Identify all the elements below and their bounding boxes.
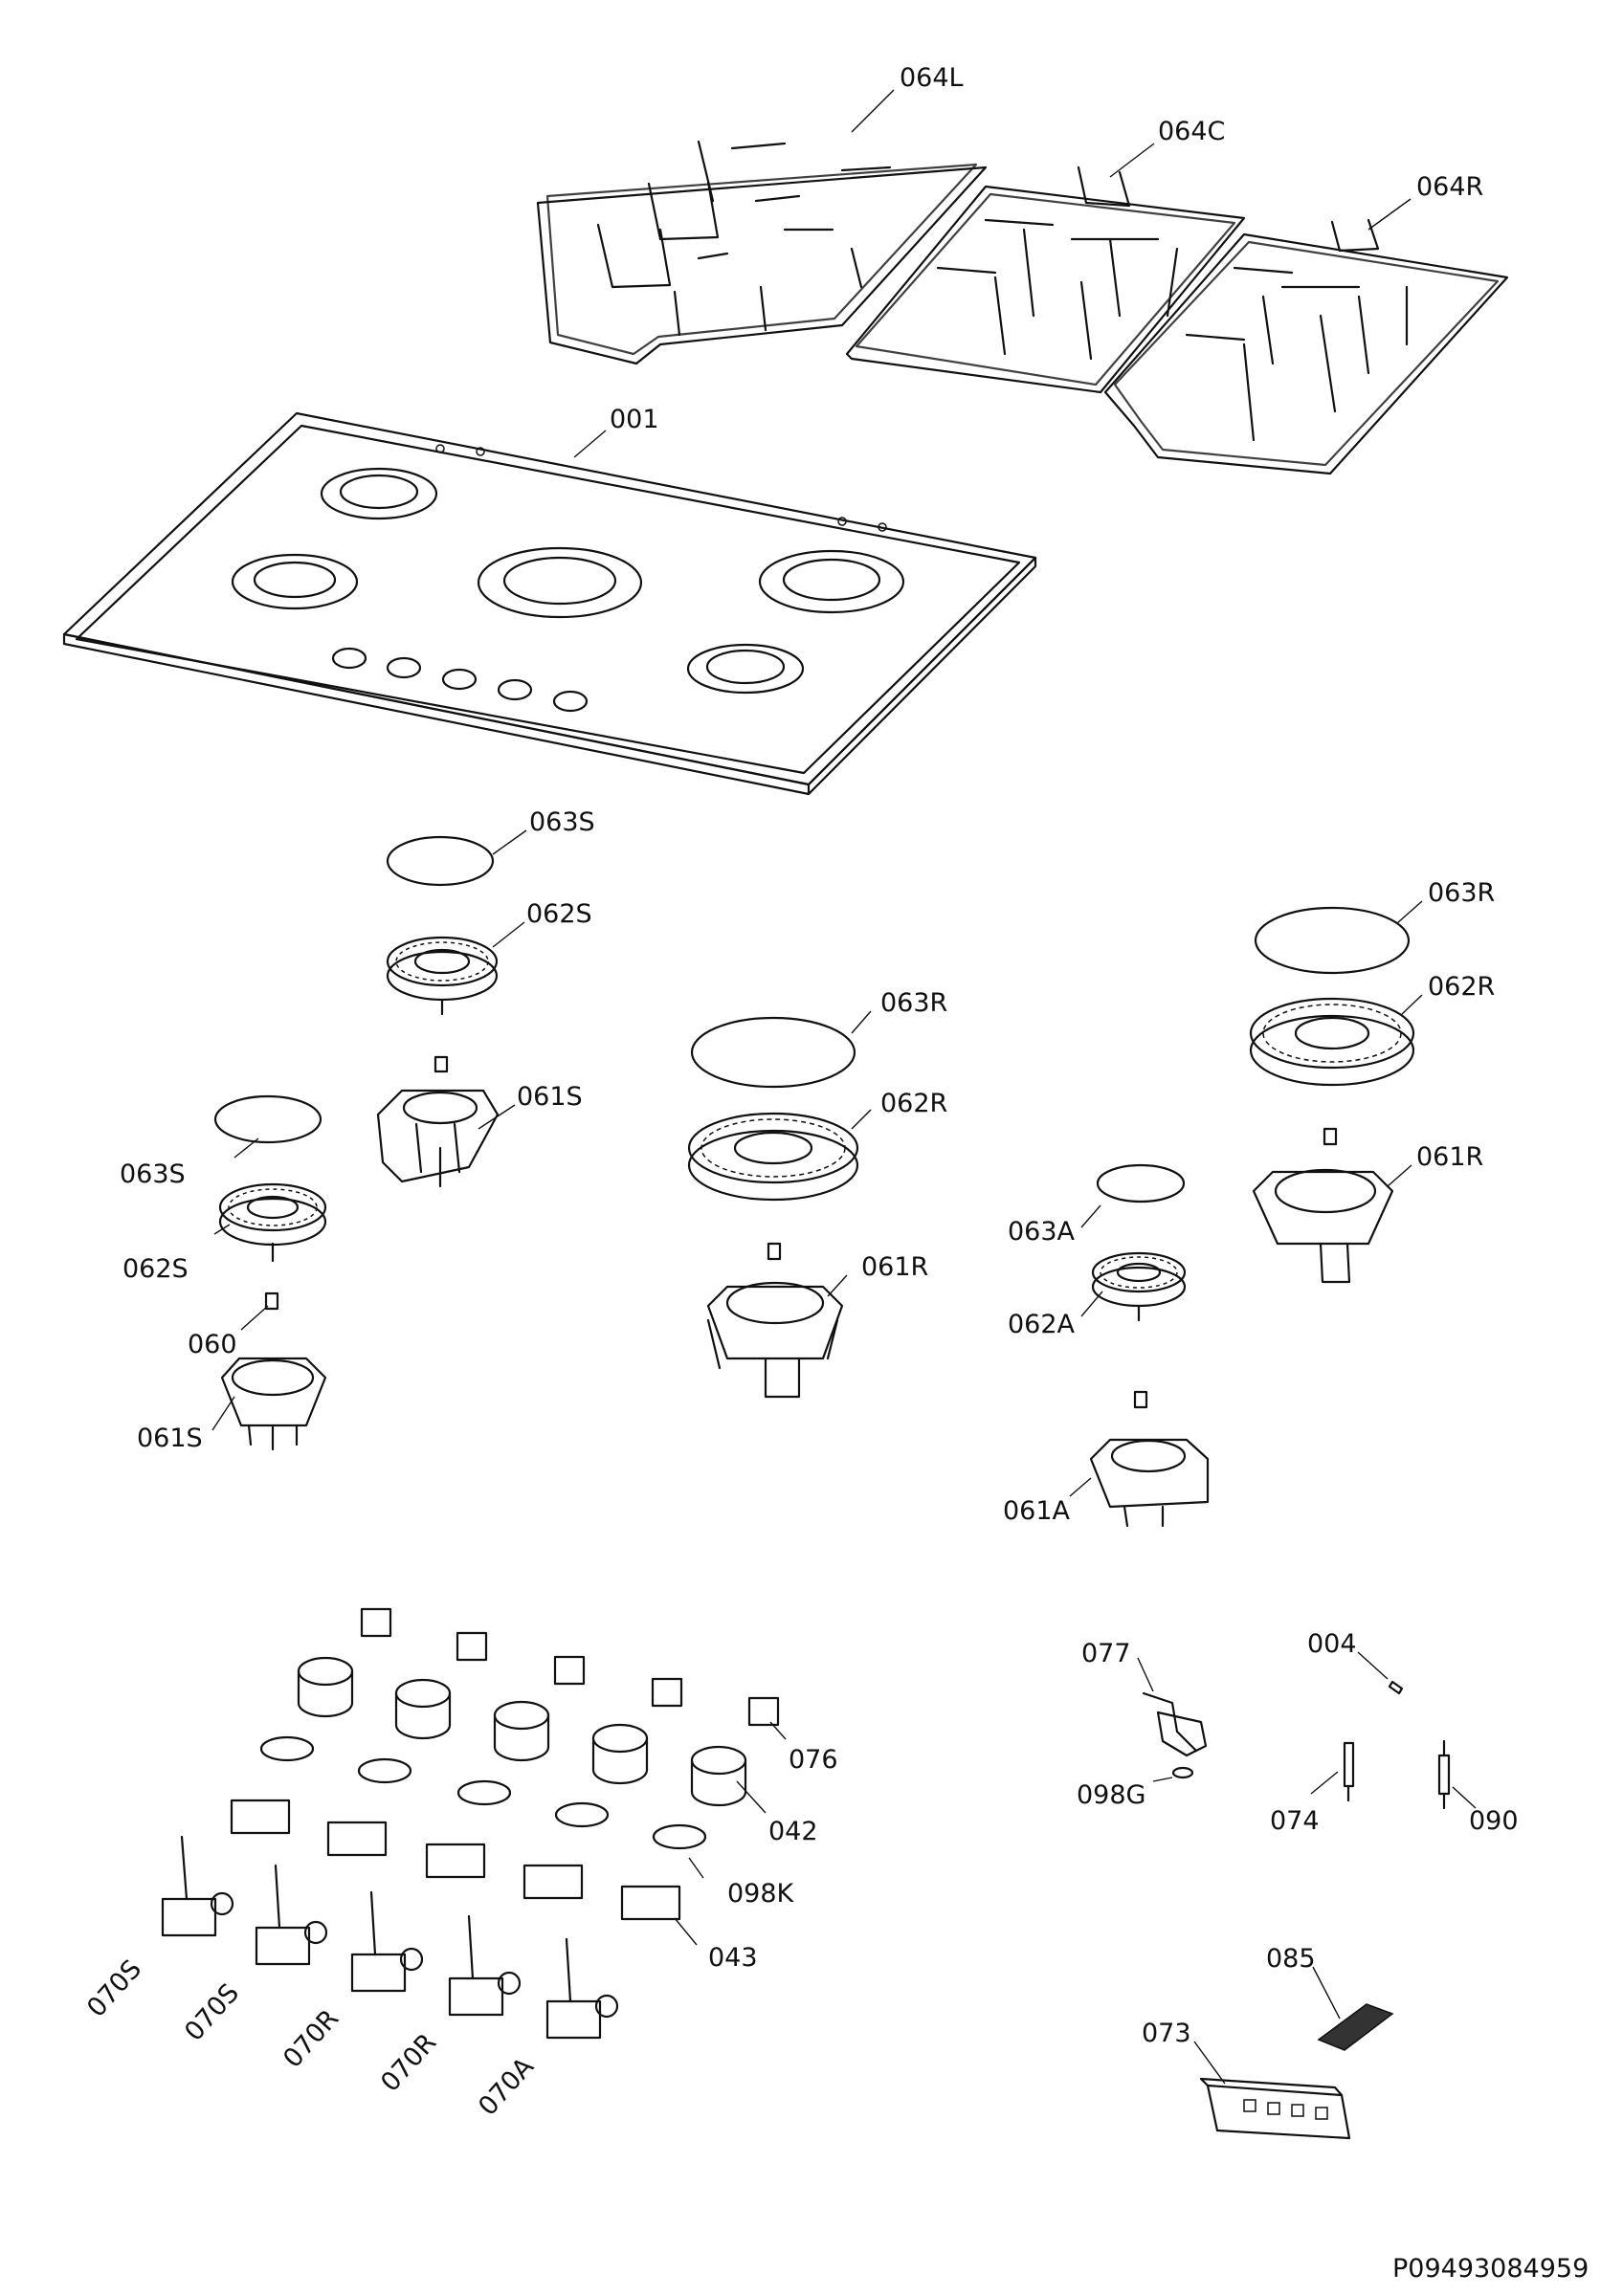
drawing-number: P09493084959	[1392, 2254, 1589, 2284]
cap-rapid-center	[690, 1016, 856, 1089]
cup-rapid-right	[1252, 1127, 1394, 1284]
callout-labels: 064L 064C 064R 001 063S 062S 061S 063S 0…	[81, 63, 1589, 2284]
label-cup-rapid-center: 061R	[861, 1252, 928, 1282]
crown-small-top	[386, 936, 499, 1016]
knobs	[297, 1656, 747, 1807]
label-knob: 042	[768, 1817, 818, 1846]
label-valve-4: 070R	[375, 2028, 442, 2098]
label-injector: 060	[188, 1330, 237, 1359]
thermocouple	[1343, 1741, 1355, 1802]
label-bracket: 085	[1266, 1944, 1316, 1974]
cup-aux	[1089, 1390, 1210, 1528]
cup-small-top	[376, 1055, 500, 1188]
gas-valves	[161, 1835, 619, 2040]
label-valve-5: 070A	[473, 2052, 540, 2122]
label-grid-right: 064R	[1416, 172, 1483, 202]
label-cap-rapid-center: 063R	[880, 988, 947, 1018]
label-cap-small-left: 063S	[120, 1159, 186, 1189]
spark-plug	[1437, 1739, 1451, 1810]
label-cap-rapid-right: 063R	[1428, 878, 1495, 908]
grid-right	[1103, 218, 1509, 475]
grid-center	[845, 166, 1246, 394]
label-cup-rapid-right: 061R	[1416, 1142, 1483, 1172]
crown-rapid-center	[687, 1112, 859, 1202]
label-knob-bezel: 098K	[727, 1879, 795, 1909]
label-ignition-unit: 073	[1142, 2019, 1191, 2048]
label-cup-small-left: 061S	[137, 1424, 203, 1453]
cap-small-left	[213, 1094, 322, 1144]
label-gasket: 098G	[1077, 1780, 1145, 1810]
crown-rapid-right	[1249, 997, 1415, 1087]
label-grid-left: 064L	[900, 63, 964, 93]
label-microswitch: 043	[708, 1943, 758, 1973]
cup-small-left	[220, 1357, 327, 1451]
clips	[360, 1607, 780, 1727]
label-thermocouple: 074	[1270, 1806, 1320, 1836]
label-valve-3: 070R	[278, 2004, 345, 2074]
label-cap-aux: 063A	[1008, 1217, 1076, 1247]
hob-top-panel	[62, 411, 1037, 796]
microswitches	[230, 1799, 681, 1921]
cup-rapid-center	[706, 1242, 844, 1399]
label-elbow: 077	[1081, 1639, 1131, 1668]
cap-rapid-right	[1254, 906, 1411, 975]
label-hob-top: 001	[610, 405, 659, 434]
label-screw: 004	[1307, 1629, 1357, 1659]
label-crown-aux: 062A	[1008, 1310, 1076, 1339]
label-cup-aux: 061A	[1003, 1496, 1071, 1526]
cap-aux	[1096, 1163, 1186, 1203]
ignition-unit	[1199, 2077, 1351, 2140]
injector	[264, 1292, 279, 1311]
gasket	[1171, 1766, 1194, 1779]
label-cap-small-top: 063S	[529, 807, 595, 837]
label-clip: 076	[789, 1745, 838, 1775]
label-spark-plug: 090	[1469, 1806, 1519, 1836]
label-crown-small-top: 062S	[526, 899, 592, 929]
label-valve-1: 070S	[81, 1954, 147, 2023]
label-grid-center: 064C	[1158, 117, 1225, 146]
label-valve-2: 070S	[179, 1978, 245, 2047]
label-cup-small-top: 061S	[517, 1082, 583, 1112]
bracket	[1317, 2003, 1394, 2051]
crown-small-left	[218, 1182, 327, 1263]
knob-bezels	[259, 1735, 707, 1850]
crown-aux	[1091, 1251, 1187, 1322]
leader-lines	[211, 89, 1477, 2085]
label-crown-small-left: 062S	[122, 1254, 189, 1284]
cap-small-top	[386, 835, 495, 887]
label-crown-rapid-right: 062R	[1428, 972, 1495, 1002]
elbow-fitting	[1142, 1691, 1208, 1757]
grid-left	[536, 140, 988, 365]
label-crown-rapid-center: 062R	[880, 1089, 947, 1118]
screw	[1388, 1680, 1404, 1695]
